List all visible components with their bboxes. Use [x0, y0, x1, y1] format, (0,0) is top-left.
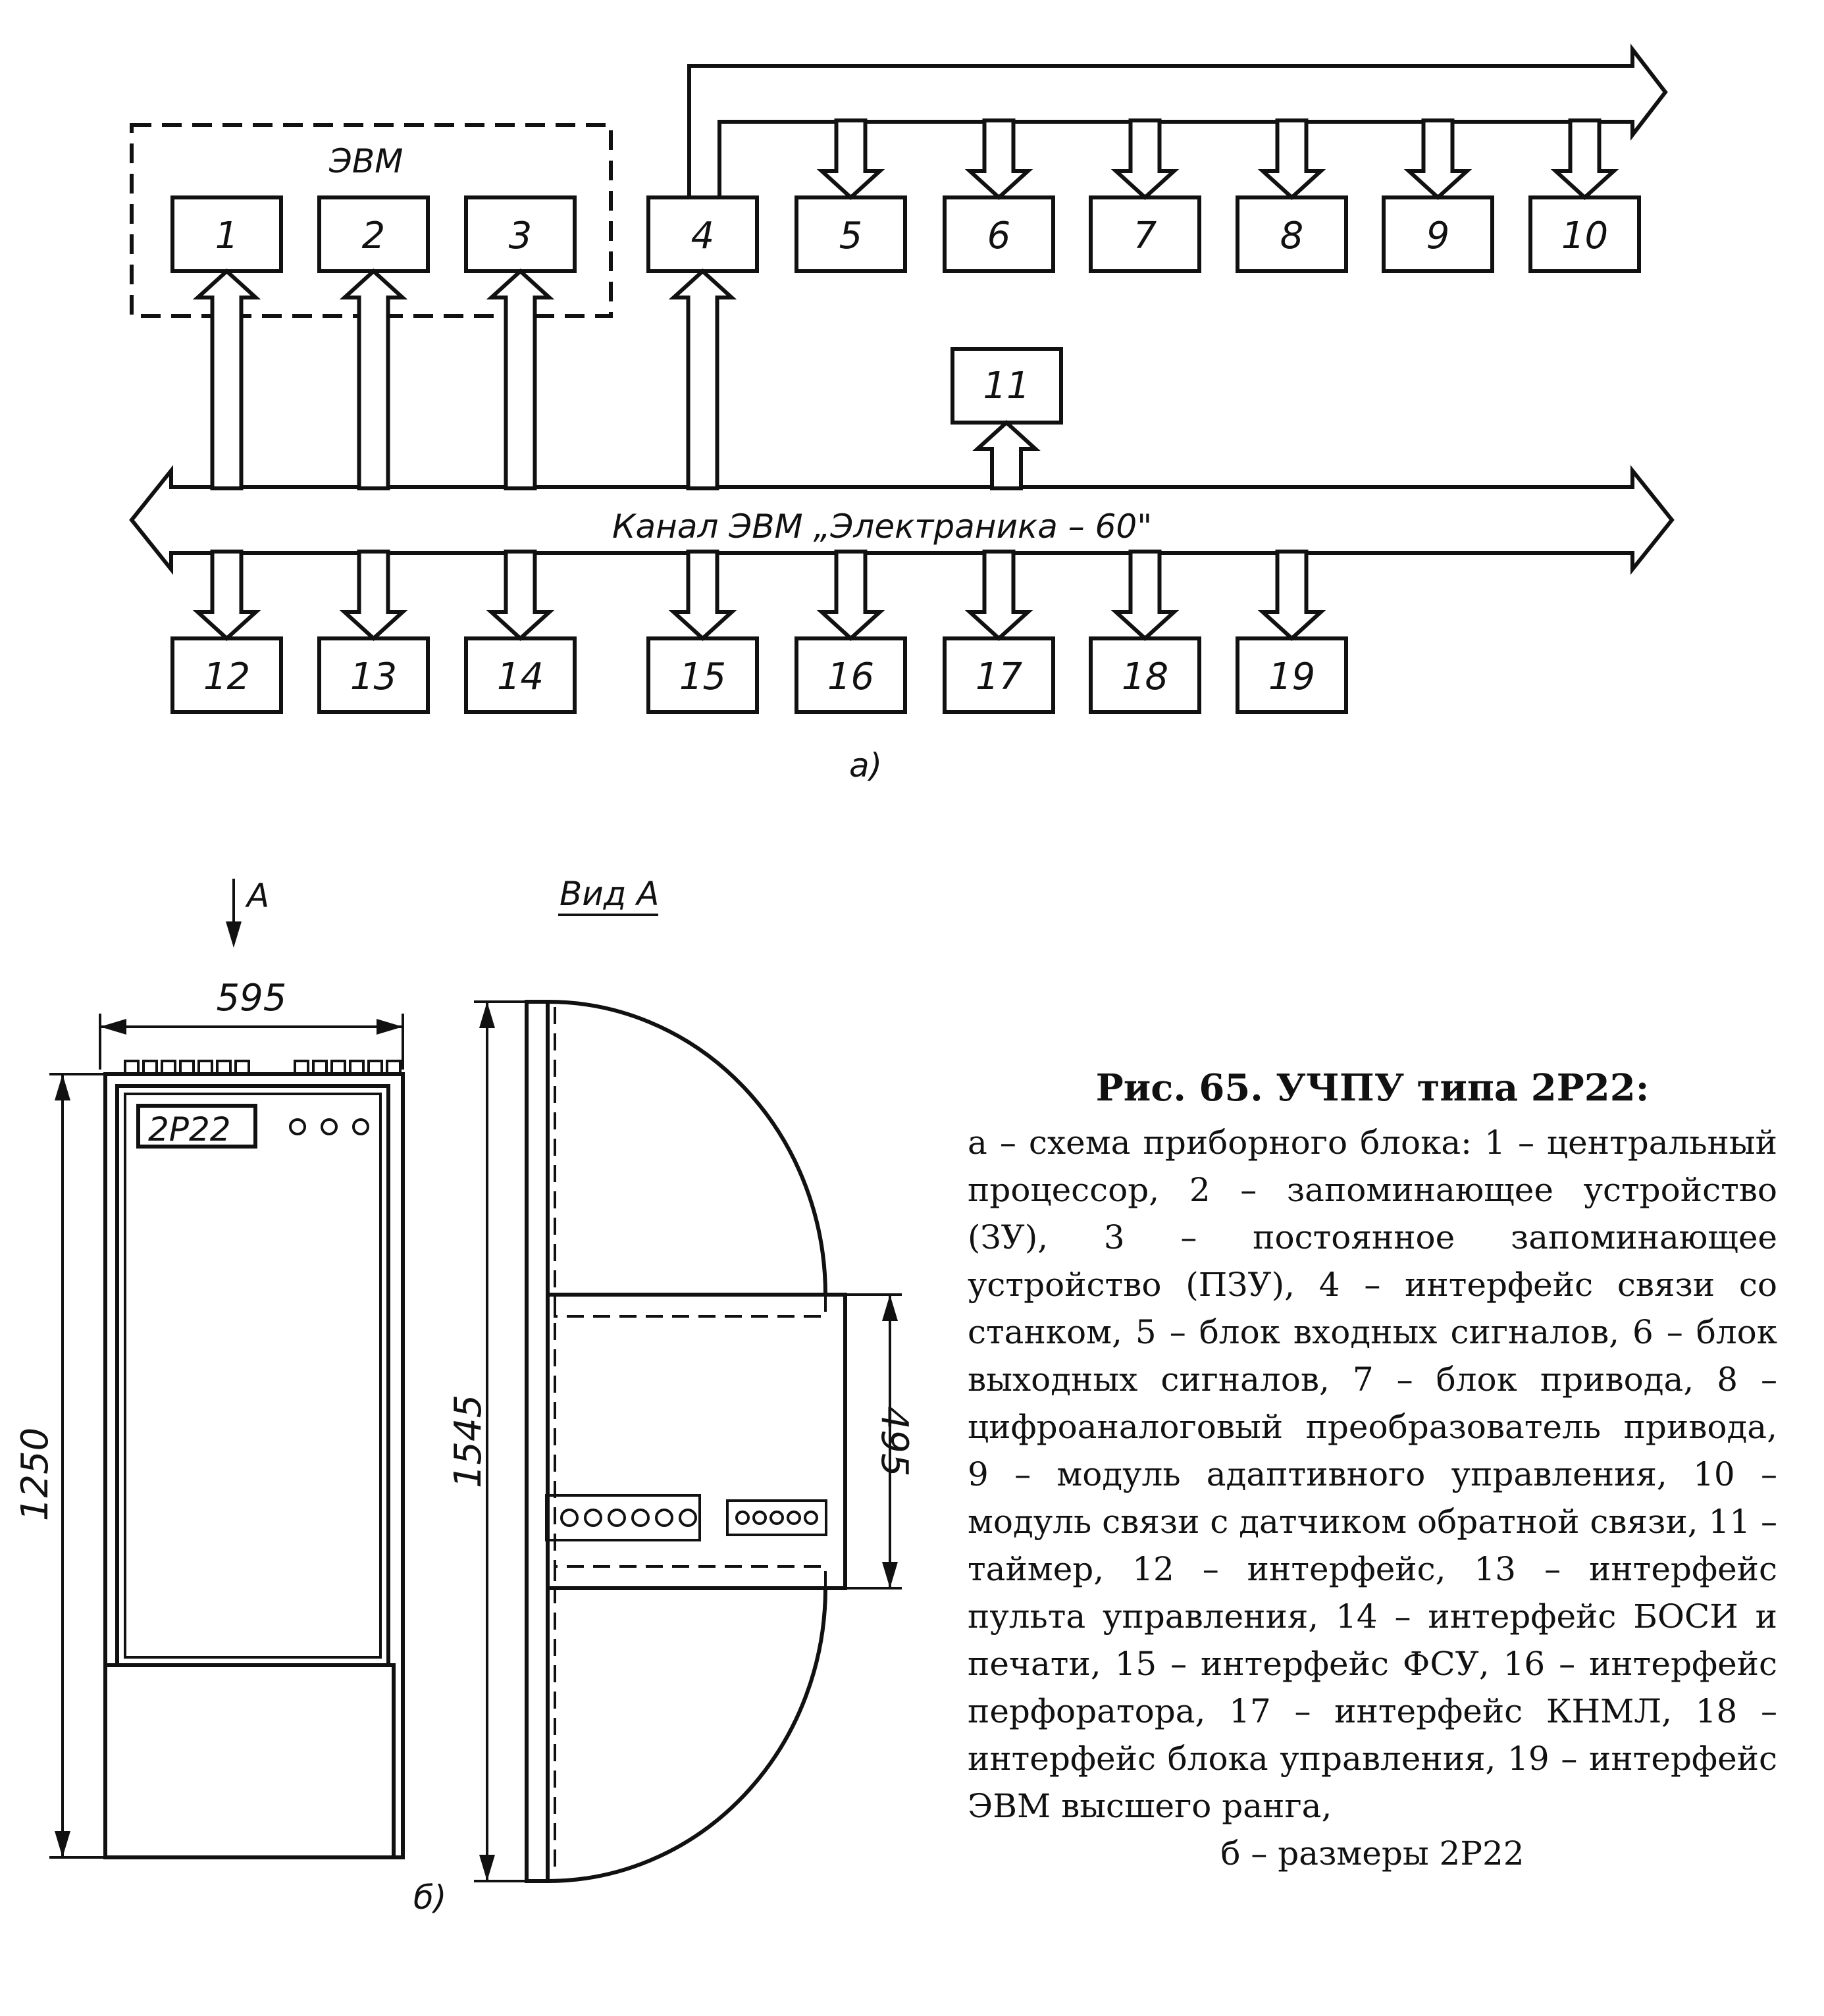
block-4-label: 4: [691, 215, 715, 257]
view-arrow-head: [226, 921, 242, 948]
block-11: [951, 347, 1063, 425]
block-10: 10: [1528, 195, 1641, 273]
connector-pin: [769, 1511, 784, 1525]
sublabel-a: а): [849, 746, 882, 785]
connector-pin: [584, 1509, 602, 1527]
down-arrow-17: [964, 550, 1033, 642]
block-1-label: 1: [215, 215, 239, 257]
down-arrow-12: [192, 550, 261, 642]
nameplate: [136, 1104, 257, 1149]
connector-five: [726, 1499, 827, 1536]
dim-door: 495: [873, 1407, 916, 1477]
connector-pin: [608, 1509, 626, 1527]
block-7-label: 7: [1133, 215, 1157, 257]
top-block-row: 1 2 3 4 5 6 7 8 9 10: [170, 195, 1641, 273]
block-8-label: 8: [1280, 215, 1304, 257]
block-8: 8: [1236, 195, 1348, 273]
block-3-label: 3: [509, 215, 533, 257]
block-13: 13: [317, 636, 430, 714]
up-arrow-11: [972, 419, 1041, 490]
channel-up-arrows: [192, 268, 1041, 490]
bus-drop-arrows: [816, 118, 1619, 201]
block-2-label: 2: [362, 215, 386, 257]
computer-channel-bus: [129, 465, 1675, 575]
down-arrow-16: [816, 550, 885, 642]
block-7: 7: [1089, 195, 1201, 273]
block-3: 3: [464, 195, 577, 273]
connector-pin: [787, 1511, 801, 1525]
connector-six: [545, 1494, 701, 1541]
bottom-block-row: 12 13 14 15 16 17 18 19: [170, 636, 1348, 714]
block-6: 6: [943, 195, 1055, 273]
block-6-label: 6: [987, 215, 1011, 257]
caption-body: а – схема приборного блока: 1 – централь…: [968, 1124, 1777, 1825]
block-13-label: 13: [350, 656, 397, 698]
output-bus-arrow: [687, 43, 1668, 199]
up-arrow-4: [668, 268, 737, 490]
connector-pin: [735, 1511, 750, 1525]
channel-label: Канал ЭВМ „Электраника – 60": [612, 507, 1152, 546]
block-16: 16: [795, 636, 907, 714]
block-19-label: 19: [1268, 656, 1315, 698]
caption-title: Рис. 65. УЧПУ типа 2Р22:: [1095, 1066, 1650, 1110]
drop-arrow-5: [816, 118, 885, 201]
block-16-label: 16: [827, 656, 874, 698]
drop-arrow-9: [1403, 118, 1472, 201]
drop-arrow-8: [1257, 118, 1326, 201]
block-5-label: 5: [839, 215, 863, 257]
block-19: 19: [1236, 636, 1348, 714]
drop-arrow-6: [964, 118, 1033, 201]
connector-pin: [560, 1509, 579, 1527]
block-10-label: 10: [1561, 215, 1608, 257]
block-15-label: 15: [679, 656, 726, 698]
block-1: 1: [170, 195, 283, 273]
down-arrow-14: [486, 550, 555, 642]
connector-pin: [655, 1509, 673, 1527]
connector-pin: [752, 1511, 767, 1525]
connector-pin: [804, 1511, 818, 1525]
block-18: 18: [1089, 636, 1201, 714]
block-11-label: 11: [983, 365, 1029, 407]
connector-pin: [631, 1509, 650, 1527]
view-arrow-label: А: [245, 877, 269, 915]
figure-caption: Рис. 65. УЧПУ типа 2Р22: а – схема прибо…: [968, 1066, 1777, 1877]
block-5: 5: [795, 195, 907, 273]
dim-height: 1250: [14, 1428, 57, 1522]
drop-arrow-10: [1550, 118, 1619, 201]
up-arrow-2: [339, 268, 408, 490]
block-12: 12: [170, 636, 283, 714]
dim-width: 595: [217, 977, 287, 1020]
side-view: Вид А 1545: [447, 875, 916, 1883]
down-arrow-19: [1257, 550, 1326, 642]
block-14-label: 14: [497, 656, 544, 698]
up-arrow-1: [192, 268, 261, 490]
block-9: 9: [1382, 195, 1494, 273]
block-17-label: 17: [976, 656, 1023, 698]
front-view: 595 2Р22 1250 б): [14, 977, 446, 1917]
drop-arrow-7: [1110, 118, 1180, 201]
down-arrow-13: [339, 550, 408, 642]
dimension-drawing: А 595 2Р22: [14, 875, 916, 1917]
block-9-label: 9: [1426, 215, 1450, 257]
evm-label: ЭВМ: [328, 142, 403, 180]
block-17: 17: [943, 636, 1055, 714]
down-arrow-15: [668, 550, 737, 642]
view-label: Вид А: [560, 875, 659, 913]
sublabel-b: б): [413, 1878, 446, 1917]
down-arrow-18: [1110, 550, 1180, 642]
block-14: 14: [464, 636, 577, 714]
connector-pin: [679, 1509, 697, 1527]
block-4: 4: [646, 195, 759, 273]
dim-depth: 1545: [447, 1395, 490, 1489]
block-18-label: 18: [1122, 656, 1168, 698]
channel-down-arrows: [192, 550, 1326, 642]
block-15: 15: [646, 636, 759, 714]
nameplate-label: 2Р22: [148, 1110, 231, 1149]
block-2: 2: [317, 195, 430, 273]
up-arrow-3: [486, 268, 555, 490]
block-12-label: 12: [203, 656, 250, 698]
caption-tail: б – размеры 2Р22: [1220, 1834, 1524, 1873]
